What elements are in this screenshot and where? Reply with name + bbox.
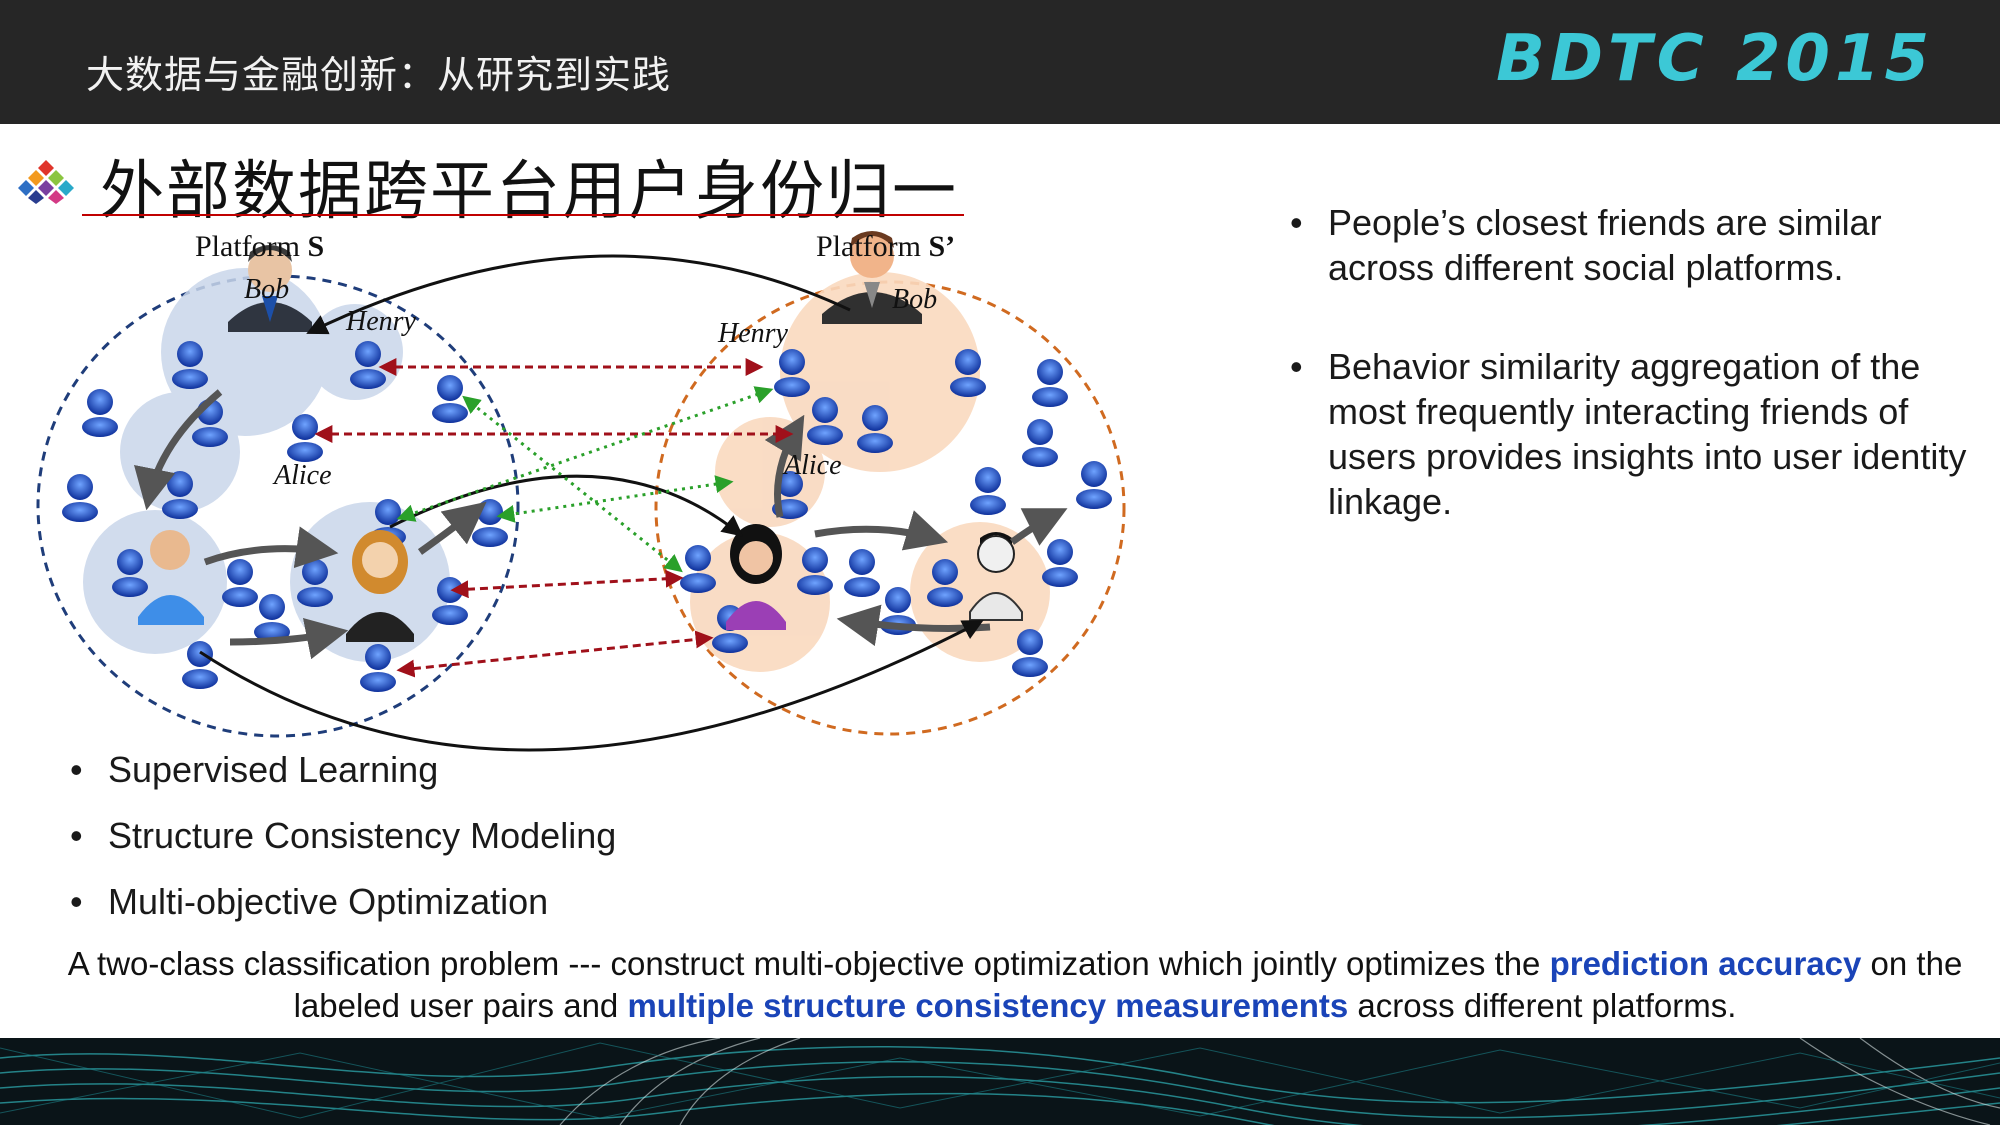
henry-right-label: Henry [717, 318, 789, 349]
summary-text: A two-class classification problem --- c… [67, 945, 1963, 1024]
highlight-structure-consistency: multiple structure consistency measureme… [627, 987, 1349, 1024]
insight-bullet: • Behavior similarity aggregation of the… [1290, 346, 1967, 522]
right-person-avatar [969, 532, 1023, 621]
user-icon [112, 549, 148, 597]
bob-right-label: Bob [892, 284, 937, 315]
bob-right-avatar [822, 231, 922, 324]
decorative-footer-band [0, 1038, 2000, 1125]
user-icon [222, 559, 258, 607]
alice-right-avatar [726, 524, 786, 630]
platform-s-prime-label: Platform S’ [816, 230, 955, 263]
platform-s-label: Platform S [195, 230, 324, 263]
user-icon [927, 559, 963, 607]
bob-left-avatar [228, 245, 312, 332]
left-person-avatar [138, 530, 204, 625]
insight-bullets: • People’s closest friends are similar a… [1290, 200, 1970, 578]
user-icon [254, 594, 290, 642]
user-icon [182, 641, 218, 689]
user-icon [807, 397, 843, 445]
wave-pattern [0, 1038, 2000, 1125]
bullet-glyph: • [70, 815, 83, 856]
user-icon [82, 389, 118, 437]
method-bullet: • Multi-objective Optimization [70, 881, 549, 922]
conference-title: 大数据与金融创新：从研究到实践 [86, 53, 672, 97]
bullet-glyph: • [70, 749, 83, 790]
intra-platform-arrows [134, 389, 1068, 660]
user-icon [797, 547, 833, 595]
user-icon [774, 349, 810, 397]
user-icon [62, 474, 98, 522]
user-icon [970, 467, 1006, 515]
user-icon [857, 405, 893, 453]
user-icon [172, 341, 208, 389]
alice-left-label: Alice [272, 460, 332, 491]
user-name-labels: Bob Henry Alice Bob Henry Alice [244, 274, 937, 491]
user-icon [1032, 359, 1068, 407]
method-bullet: • Structure Consistency Modeling [70, 815, 617, 856]
candidate-identity-links [396, 386, 774, 573]
method-bullet: • Supervised Learning [70, 749, 439, 790]
bob-left-label: Bob [244, 274, 289, 305]
user-icon [432, 375, 468, 423]
bullet-glyph: • [1290, 346, 1303, 387]
user-icon [1042, 539, 1078, 587]
user-icon [950, 349, 986, 397]
identity-linkage-diagram: Platform S Platform S’ Bob Henry Alice B… [36, 230, 1126, 752]
bullet-glyph: • [1290, 202, 1303, 243]
user-icon [844, 549, 880, 597]
bullet-glyph: • [70, 881, 83, 922]
brand-logo: BDTC 2015 [1496, 22, 1934, 96]
user-icon [680, 545, 716, 593]
alice-right-label: Alice [782, 450, 842, 481]
user-icon [1076, 461, 1112, 509]
title-underline [82, 214, 964, 216]
user-icon [1022, 419, 1058, 467]
user-icon [287, 414, 323, 462]
slide-title: 外部数据跨平台用户身份归一 [100, 155, 958, 229]
diamond-logo-icon [18, 160, 74, 204]
insight-bullet: • People’s closest friends are similar a… [1290, 202, 1882, 288]
user-icon [360, 644, 396, 692]
header-bar: 大数据与金融创新：从研究到实践 BDTC 2015 [0, 0, 2000, 124]
henry-left-label: Henry [345, 306, 417, 337]
user-icon [350, 341, 386, 389]
user-icon [1012, 629, 1048, 677]
highlight-prediction-accuracy: prediction accuracy [1549, 945, 1862, 982]
method-bullets: • Supervised Learning • Structure Consis… [70, 748, 870, 946]
